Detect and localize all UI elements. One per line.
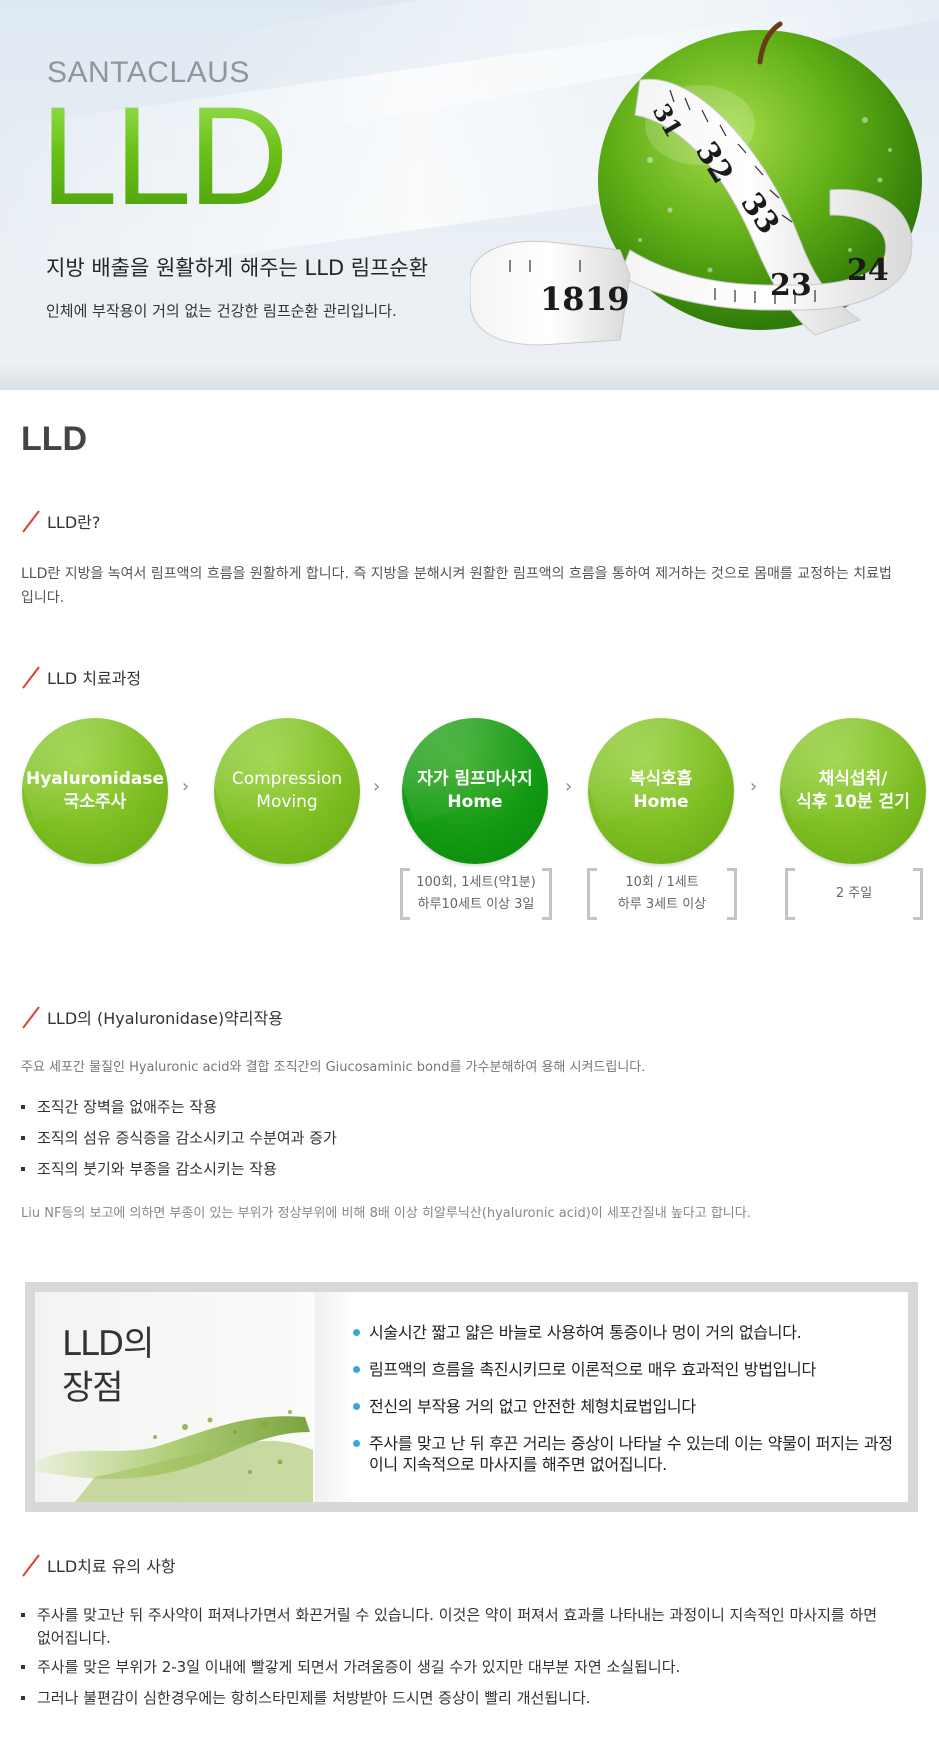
tape-number: 19 xyxy=(585,280,630,318)
title-line: LLD의 xyxy=(62,1324,154,1364)
hero-subline: 인체에 부작용이 거의 없는 건강한 림프순환 관리입니다. xyxy=(46,302,397,320)
step-line: 채식섭취/ xyxy=(818,769,888,789)
advantages-title-panel: LLD의 장점 xyxy=(35,1292,315,1502)
research-note: Liu NF등의 보고에 의하면 부종이 있는 부위가 정상부위에 비해 8배 … xyxy=(21,1206,751,1221)
step-line: 국소주사 xyxy=(63,792,127,812)
lld-definition-text: LLD란 지방을 녹여서 림프액의 흐름을 원활하게 합니다. 즉 지방을 분해… xyxy=(21,566,892,606)
tape-number: 24 xyxy=(847,253,889,288)
apple-stem xyxy=(757,21,783,65)
section-title: LLD치료 유의 사항 xyxy=(47,1557,176,1576)
water-splash-image xyxy=(35,1410,313,1502)
section-title: LLD란? xyxy=(47,513,101,532)
section-heading-what: LLD란? xyxy=(21,508,100,534)
detail-line: 하루 3세트 이상 xyxy=(617,897,707,912)
chevron-right-icon: › xyxy=(565,776,573,797)
process-step-4: 복식호흡 Home xyxy=(588,718,734,864)
step-line: 식후 10분 걷기 xyxy=(796,792,910,812)
tape-ticks xyxy=(509,89,816,304)
step-3-detail: 100회, 1세트(약1분) 하루10세트 이상 3일 xyxy=(400,868,552,920)
list-item: 시술시간 짧고 얇은 바늘로 사용하여 통증이나 멍이 거의 없습니다. xyxy=(353,1322,893,1343)
detail-line: 10회 / 1세트 xyxy=(625,875,699,890)
slash-icon xyxy=(22,1006,40,1029)
chevron-right-icon: › xyxy=(182,776,190,797)
step-5-detail: 2 주일 xyxy=(785,868,923,920)
page-title: LLD xyxy=(21,420,88,458)
process-step-2: Compression Moving xyxy=(214,718,360,864)
apple-measuring-tape-illustration: 31 32 33 24 23 18 19 xyxy=(470,21,922,346)
chevron-right-icon: › xyxy=(750,776,758,797)
pharmacology-list: 조직간 장벽을 없애주는 작용 조직의 섬유 증식증을 감소시키고 수분여과 증… xyxy=(21,1096,337,1179)
pharmacology-intro: 주요 세포간 물질인 Hyaluronic acid와 결합 조직간의 Giuc… xyxy=(21,1060,646,1075)
step-line: 복식호흡 xyxy=(629,769,693,789)
section-heading-cautions: LLD치료 유의 사항 xyxy=(21,1552,176,1578)
advantages-list: 시술시간 짧고 얇은 바늘로 사용하여 통증이나 멍이 거의 없습니다. 림프액… xyxy=(353,1322,893,1491)
process-step-5: 채식섭취/ 식후 10분 걷기 xyxy=(780,718,926,864)
slash-icon xyxy=(22,1554,40,1577)
tape-number: 23 xyxy=(770,268,812,303)
list-item: 그러나 불편감이 심한경우에는 항히스타민제를 처방받아 드시면 증상이 빨리 … xyxy=(21,1687,891,1710)
process-step-1: Hyaluronidase 국소주사 xyxy=(22,718,168,864)
slash-icon xyxy=(22,666,40,689)
list-item: 전신의 부작용 거의 없고 안전한 체형치료법입니다 xyxy=(353,1396,893,1417)
step-line: 자가 림프마사지 xyxy=(417,769,533,789)
treatment-process-flow: Hyaluronidase 국소주사 › Compression Moving … xyxy=(0,718,939,920)
list-item: 주사를 맞고 난 뒤 후끈 거리는 증상이 나타날 수 있는데 이는 약물이 퍼… xyxy=(353,1433,893,1475)
step-line: Moving xyxy=(256,792,318,812)
list-item: 주사를 맞고난 뒤 주사약이 퍼져나가면서 화끈거릴 수 있습니다. 이것은 약… xyxy=(21,1604,891,1650)
list-item: 조직간 장벽을 없애주는 작용 xyxy=(21,1096,337,1117)
step-line: Hyaluronidase xyxy=(26,769,164,789)
section-heading-process: LLD 치료과정 xyxy=(21,664,141,690)
detail-line: 100회, 1세트(약1분) xyxy=(416,875,536,890)
advantages-box: LLD의 장점 시술시간 짧고 얇은 바늘로 사용하여 통증이나 멍이 거의 없… xyxy=(25,1282,918,1512)
brand-name: SANTACLAUS xyxy=(47,56,250,89)
tape-number: 18 xyxy=(540,280,585,318)
process-step-3: 자가 림프마사지 Home xyxy=(402,718,548,864)
step-4-detail: 10회 / 1세트 하루 3세트 이상 xyxy=(587,868,737,920)
list-item: 조직의 붓기와 부종을 감소시키는 작용 xyxy=(21,1158,337,1179)
tape-band xyxy=(634,78,862,336)
advantages-title: LLD의 장점 xyxy=(62,1322,154,1410)
list-item: 림프액의 흐름을 촉진시키므로 이론적으로 매우 효과적인 방법입니다 xyxy=(353,1359,893,1380)
section-title: LLD의 (Hyaluronidase)약리작용 xyxy=(47,1009,283,1028)
section-title: LLD 치료과정 xyxy=(47,669,142,688)
panel-divider-shadow xyxy=(315,1292,355,1502)
caution-list: 주사를 맞고난 뒤 주사약이 퍼져나가면서 화끈거릴 수 있습니다. 이것은 약… xyxy=(21,1604,891,1710)
chevron-right-icon: › xyxy=(373,776,381,797)
list-item: 주사를 맞은 부위가 2-3일 이내에 빨갛게 되면서 가려움증이 생길 수가 … xyxy=(21,1656,891,1679)
hero-headline: 지방 배출을 원활하게 해주는 LLD 림프순환 xyxy=(46,256,429,280)
step-line: Home xyxy=(447,792,503,812)
step-line: Compression xyxy=(231,769,343,789)
lld-logo: LLD xyxy=(40,77,289,234)
section-heading-pharmacology: LLD의 (Hyaluronidase)약리작용 xyxy=(21,1004,283,1030)
slash-icon xyxy=(22,510,40,533)
hero-banner: SANTACLAUS LLD 지방 배출을 원활하게 해주는 LLD 림프순환 … xyxy=(0,0,939,390)
detail-line: 하루10세트 이상 3일 xyxy=(417,897,535,912)
step-line: Home xyxy=(633,792,689,812)
detail-line: 2 주일 xyxy=(835,886,873,901)
list-item: 조직의 섬유 증식증을 감소시키고 수분여과 증가 xyxy=(21,1127,337,1148)
title-line: 장점 xyxy=(62,1368,124,1408)
